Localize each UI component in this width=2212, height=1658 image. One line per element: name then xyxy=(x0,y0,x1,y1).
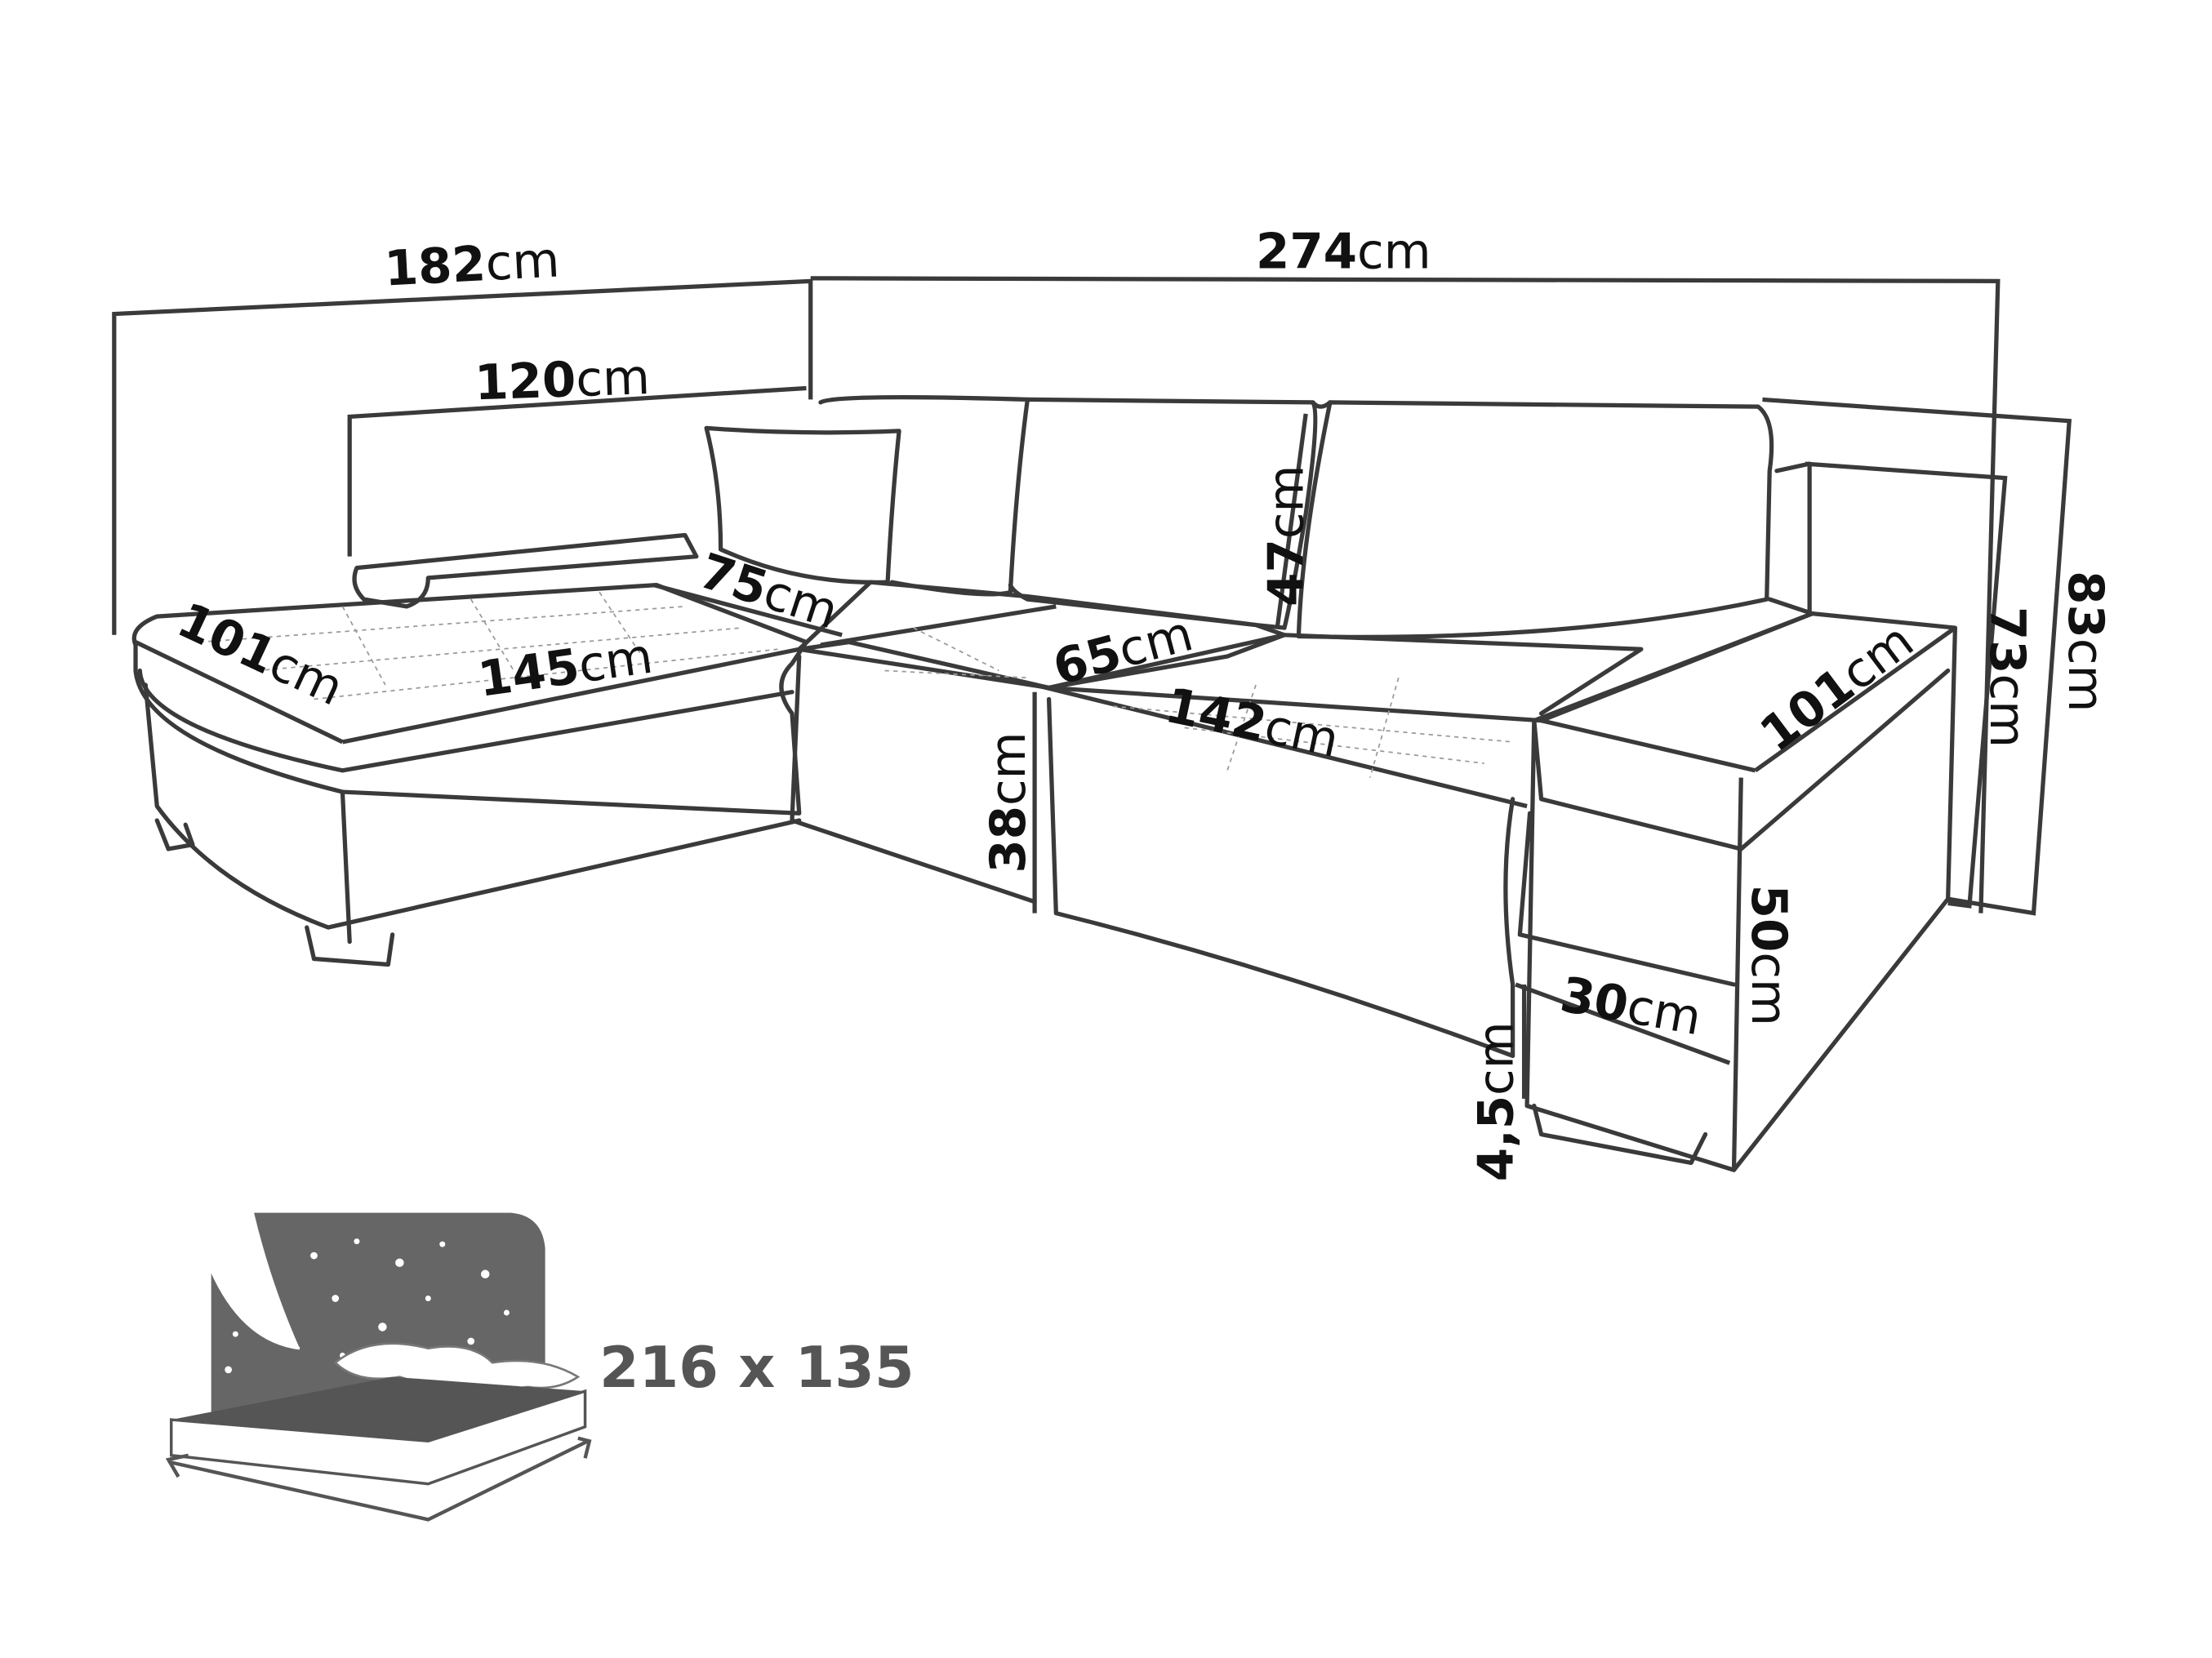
dimension-labels: 182cm 274cm 120cm 101cm 145cm 75cm 65cm … xyxy=(169,224,2113,1182)
sleeping-area-size: 216 x 135 xyxy=(599,1335,915,1401)
label-armrest-width: 30cm xyxy=(1556,967,1706,1047)
label-backrest-height: 47cm xyxy=(1259,465,1315,607)
label-total-height: 83cm xyxy=(2057,571,2113,712)
label-chaise-length: 120cm xyxy=(474,349,651,411)
label-total-width: 274cm xyxy=(1256,224,1431,281)
bed-icon: 216 x 135 xyxy=(165,1212,915,1522)
sofa-drawing xyxy=(131,395,1958,1172)
label-armrest-height: 50cm xyxy=(1740,885,1796,1026)
label-back-height: 73cm xyxy=(1978,607,2035,748)
label-total-depth-left: 182cm xyxy=(383,232,561,297)
label-seat-height: 38cm xyxy=(981,731,1037,873)
label-leg-height: 4,5cm xyxy=(1469,1021,1525,1181)
label-chaise-seat-width: 145cm xyxy=(474,629,656,709)
dimension-lines xyxy=(112,276,2072,1171)
label-seat-width: 142cm xyxy=(1160,678,1343,769)
label-armrest-depth: 101cm xyxy=(1750,613,1924,763)
stars xyxy=(225,1238,510,1374)
